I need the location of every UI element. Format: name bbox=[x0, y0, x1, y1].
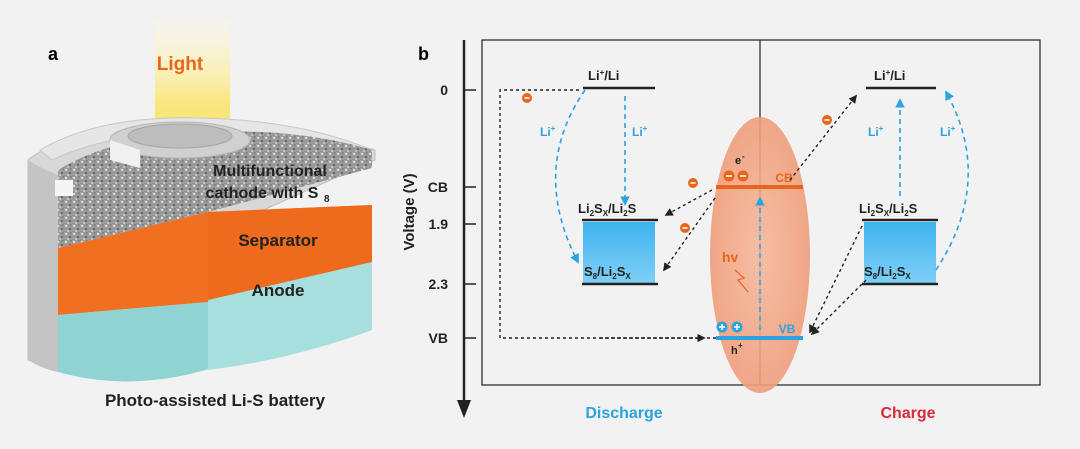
li-ion-label: Li+ bbox=[940, 124, 956, 139]
panel-a-label: a bbox=[48, 44, 59, 64]
vb-label: VB bbox=[779, 322, 796, 336]
separator-face bbox=[208, 205, 372, 302]
plus-icon bbox=[736, 324, 738, 330]
cathode-label-line2: cathode with S bbox=[206, 185, 319, 202]
s8-label-discharge: S8/Li2SX bbox=[584, 264, 631, 281]
minus-icon bbox=[726, 175, 732, 177]
minus-icon bbox=[690, 182, 696, 184]
s8-box-charge bbox=[864, 222, 936, 284]
minus-icon bbox=[524, 97, 530, 99]
ring-inner bbox=[127, 123, 233, 149]
y-tick-label: 1.9 bbox=[429, 216, 449, 232]
light-label: Light bbox=[157, 54, 204, 75]
cathode-edge-slot bbox=[55, 180, 73, 196]
li-couple-discharge: Li+/Li bbox=[588, 68, 619, 83]
li-couple-charge: Li+/Li bbox=[874, 68, 905, 83]
li-ion-label: Li+ bbox=[868, 124, 884, 139]
ring-notch bbox=[110, 140, 140, 168]
panel-a: a Light Multifunctional cathode with S 8… bbox=[27, 22, 376, 410]
s8-label-charge: S8/Li2SX bbox=[864, 264, 911, 281]
li2sx-label-discharge: Li2SX/Li2S bbox=[578, 201, 637, 218]
voltage-axis-title: Voltage (V) bbox=[401, 173, 418, 250]
electron-to-li2sx-arrow bbox=[664, 189, 713, 216]
electron-pair: e - bbox=[723, 152, 749, 182]
s8-box-discharge bbox=[583, 222, 655, 284]
anode-face bbox=[208, 262, 372, 370]
hv-label: hv bbox=[722, 249, 739, 265]
y-tick-label: 2.3 bbox=[429, 276, 449, 292]
li2sx-label-charge: Li2SX/Li2S bbox=[859, 201, 918, 218]
hole-symbol: h bbox=[731, 345, 738, 357]
hole-sup: + bbox=[738, 341, 743, 350]
electron-to-s8-arrow bbox=[663, 197, 716, 272]
panel-b: b Voltage (V) 0 CB 1.9 2.3 VB CB VB bbox=[401, 39, 1041, 422]
hole-pair: h + bbox=[716, 321, 743, 357]
li-ion-arrow-curved bbox=[554, 89, 586, 264]
y-tick-label: 0 bbox=[440, 82, 448, 98]
minus-icon bbox=[740, 175, 746, 177]
lightning-icon bbox=[734, 269, 749, 293]
battery-shell-edge bbox=[28, 160, 58, 372]
discharge-label: Discharge bbox=[585, 405, 662, 422]
minus-icon bbox=[824, 119, 830, 121]
cathode-label-line1: Multifunctional bbox=[213, 163, 327, 180]
battery-caption: Photo-assisted Li-S battery bbox=[105, 391, 326, 410]
minus-icon bbox=[682, 227, 688, 229]
li2sx-to-vb-arrow bbox=[809, 225, 863, 334]
li-ion-arrow-curved bbox=[935, 90, 970, 271]
y-ticks: 0 CB 1.9 2.3 VB bbox=[428, 82, 476, 346]
anode-label: Anode bbox=[252, 281, 305, 300]
separator-label: Separator bbox=[238, 231, 318, 250]
panel-b-label: b bbox=[418, 44, 429, 64]
charge-label: Charge bbox=[880, 405, 935, 422]
cb-label: CB bbox=[775, 171, 793, 185]
li-ion-label: Li+ bbox=[632, 124, 648, 139]
cathode-label-sub: 8 bbox=[324, 194, 330, 205]
y-tick-label: VB bbox=[429, 330, 448, 346]
y-tick-label: CB bbox=[428, 179, 448, 195]
electron-sup: - bbox=[742, 152, 745, 161]
voltage-axis-arrow bbox=[457, 400, 471, 418]
plus-icon bbox=[721, 324, 723, 330]
s8-to-vb-arrow bbox=[810, 279, 867, 336]
electron-to-li-arrow bbox=[789, 94, 858, 181]
li-ion-label: Li+ bbox=[540, 124, 556, 139]
electron-symbol: e bbox=[735, 155, 741, 167]
